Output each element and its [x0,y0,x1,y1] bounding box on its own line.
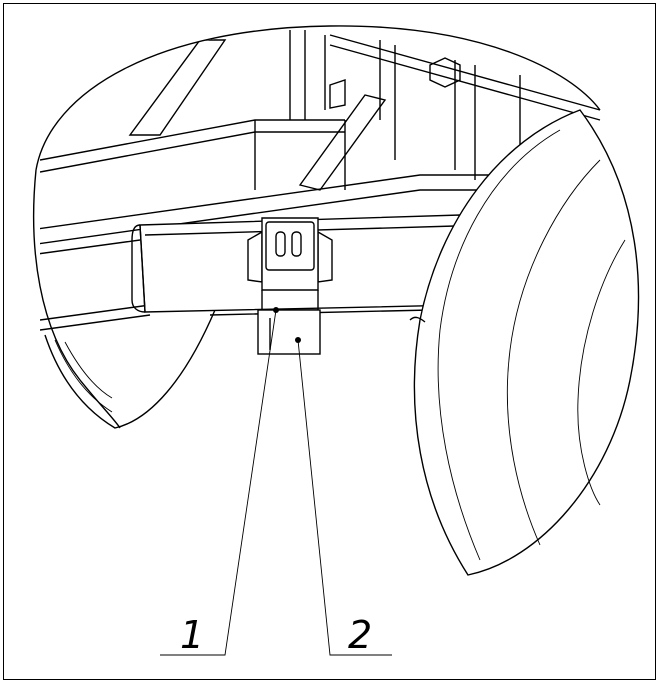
slot-pair-icon [275,231,302,257]
callout-label-2: 2 [348,613,372,657]
clamp-bracket [247,217,333,355]
right-wheel [409,109,640,576]
frame-structure [40,30,601,331]
leader-lines [160,309,392,656]
left-wheel [44,309,216,429]
callout-label-1: 1 [180,613,204,657]
detail-view-boundary [32,25,601,429]
